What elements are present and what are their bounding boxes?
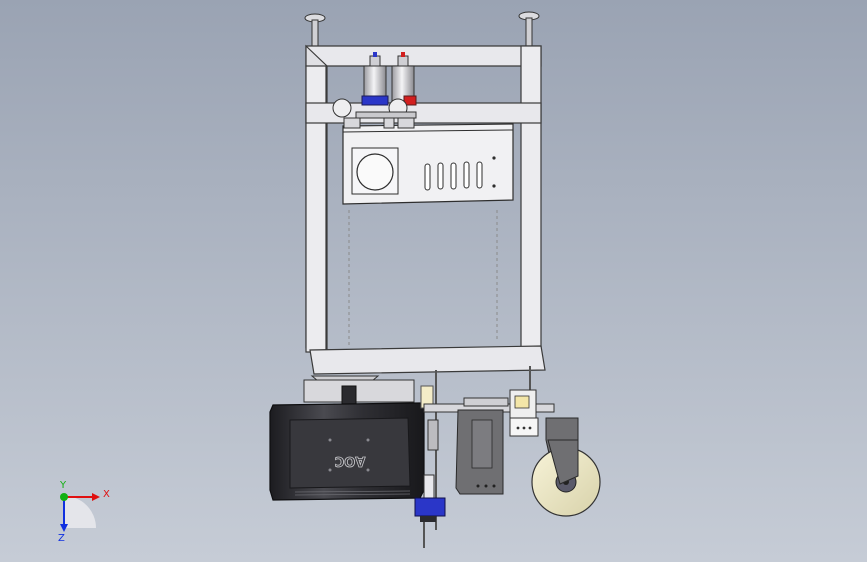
valve-blue[interactable] <box>332 52 389 118</box>
frame-right-column <box>520 45 542 353</box>
lower-connector[interactable] <box>414 419 446 548</box>
mount-foot-right[interactable] <box>518 11 540 47</box>
control-panel[interactable] <box>342 123 514 205</box>
frame-top-beam <box>305 45 542 67</box>
monitor-vent-grille <box>294 490 411 496</box>
y-axis-label: Y <box>59 480 67 491</box>
valve-clamps <box>343 111 417 129</box>
main-frame[interactable] <box>305 44 546 375</box>
x-axis-label: X <box>103 489 110 500</box>
y-axis-dot <box>60 493 68 501</box>
coordinate-triad: X Y Z <box>58 480 110 544</box>
wheel-assembly[interactable] <box>531 417 601 517</box>
monitor-brand-label: AOC <box>335 453 366 468</box>
vent-slots <box>424 161 483 191</box>
frame-bottom-beam <box>309 345 546 375</box>
fan-circle <box>356 153 394 191</box>
mount-foot-left[interactable] <box>304 13 326 47</box>
monitor[interactable]: AOC <box>269 402 425 501</box>
roller-bracket[interactable] <box>455 409 504 495</box>
sensor-block[interactable] <box>509 389 539 437</box>
z-axis-label: Z <box>58 533 65 544</box>
